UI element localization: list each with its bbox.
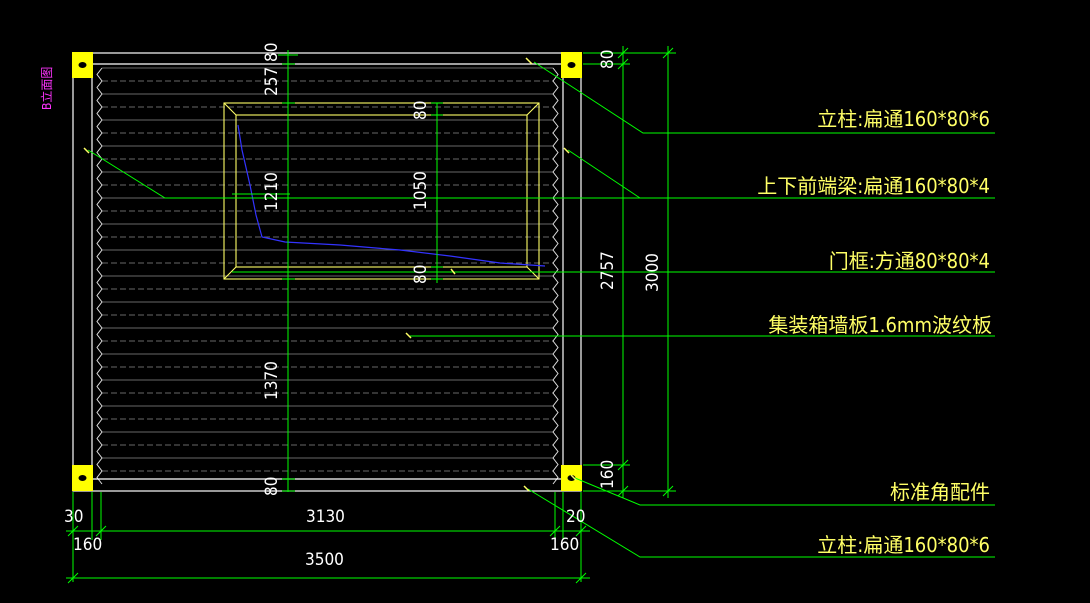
dim-1370: 1370	[262, 361, 282, 400]
dim-160-bottom-right: 160	[550, 535, 579, 555]
label-end-beam: 上下前端梁:扁通160*80*4	[757, 174, 990, 198]
corner-fitting-bottom-left	[72, 465, 93, 491]
dim-160-right: 160	[598, 460, 618, 489]
label-door-frame: 门框:方通80*80*4	[829, 249, 990, 273]
view-title: B立面图	[39, 67, 54, 110]
corner-fittings	[72, 52, 582, 491]
label-column-bottom: 立柱:扁通160*80*6	[817, 533, 990, 557]
sketch-curve	[237, 124, 546, 267]
dim-80-top-left: 80	[262, 43, 282, 62]
corner-fitting-bottom-right	[561, 465, 582, 491]
wall-panel-edges	[96, 67, 559, 485]
leader-markers	[83, 57, 577, 492]
dim-20: 20	[566, 507, 585, 527]
dim-80-top-right: 80	[598, 50, 618, 69]
dim-257: 257	[262, 67, 282, 96]
label-corner-fitting: 标准角配件	[890, 480, 990, 504]
dimension-lines	[66, 46, 995, 584]
dim-30: 30	[64, 507, 83, 527]
dimension-texts: 80 257 80 1210 80 1050 80 2757 3000 1370…	[64, 43, 663, 570]
dim-80-bottom: 80	[262, 477, 282, 496]
dim-3500: 3500	[305, 550, 344, 570]
label-column-top: 立柱:扁通160*80*6	[817, 107, 990, 131]
label-wall-panel: 集装箱墙板1.6mm波纹板	[768, 313, 992, 337]
dim-2757: 2757	[598, 251, 618, 290]
dim-80-door-top: 80	[411, 101, 431, 120]
door-frame	[223, 102, 540, 280]
corner-fitting-top-left	[72, 52, 93, 78]
dim-160-left: 160	[73, 535, 102, 555]
dim-3000: 3000	[643, 253, 663, 292]
annotation-labels: 立柱:扁通160*80*6 上下前端梁:扁通160*80*4 门框:方通80*8…	[757, 107, 992, 557]
dim-80-door-bottom: 80	[411, 265, 431, 284]
dim-1050: 1050	[411, 171, 431, 210]
corrugated-wall-panel	[102, 67, 553, 472]
dim-3130: 3130	[306, 507, 345, 527]
dim-1210: 1210	[262, 172, 282, 211]
corner-fitting-top-right	[561, 52, 582, 78]
